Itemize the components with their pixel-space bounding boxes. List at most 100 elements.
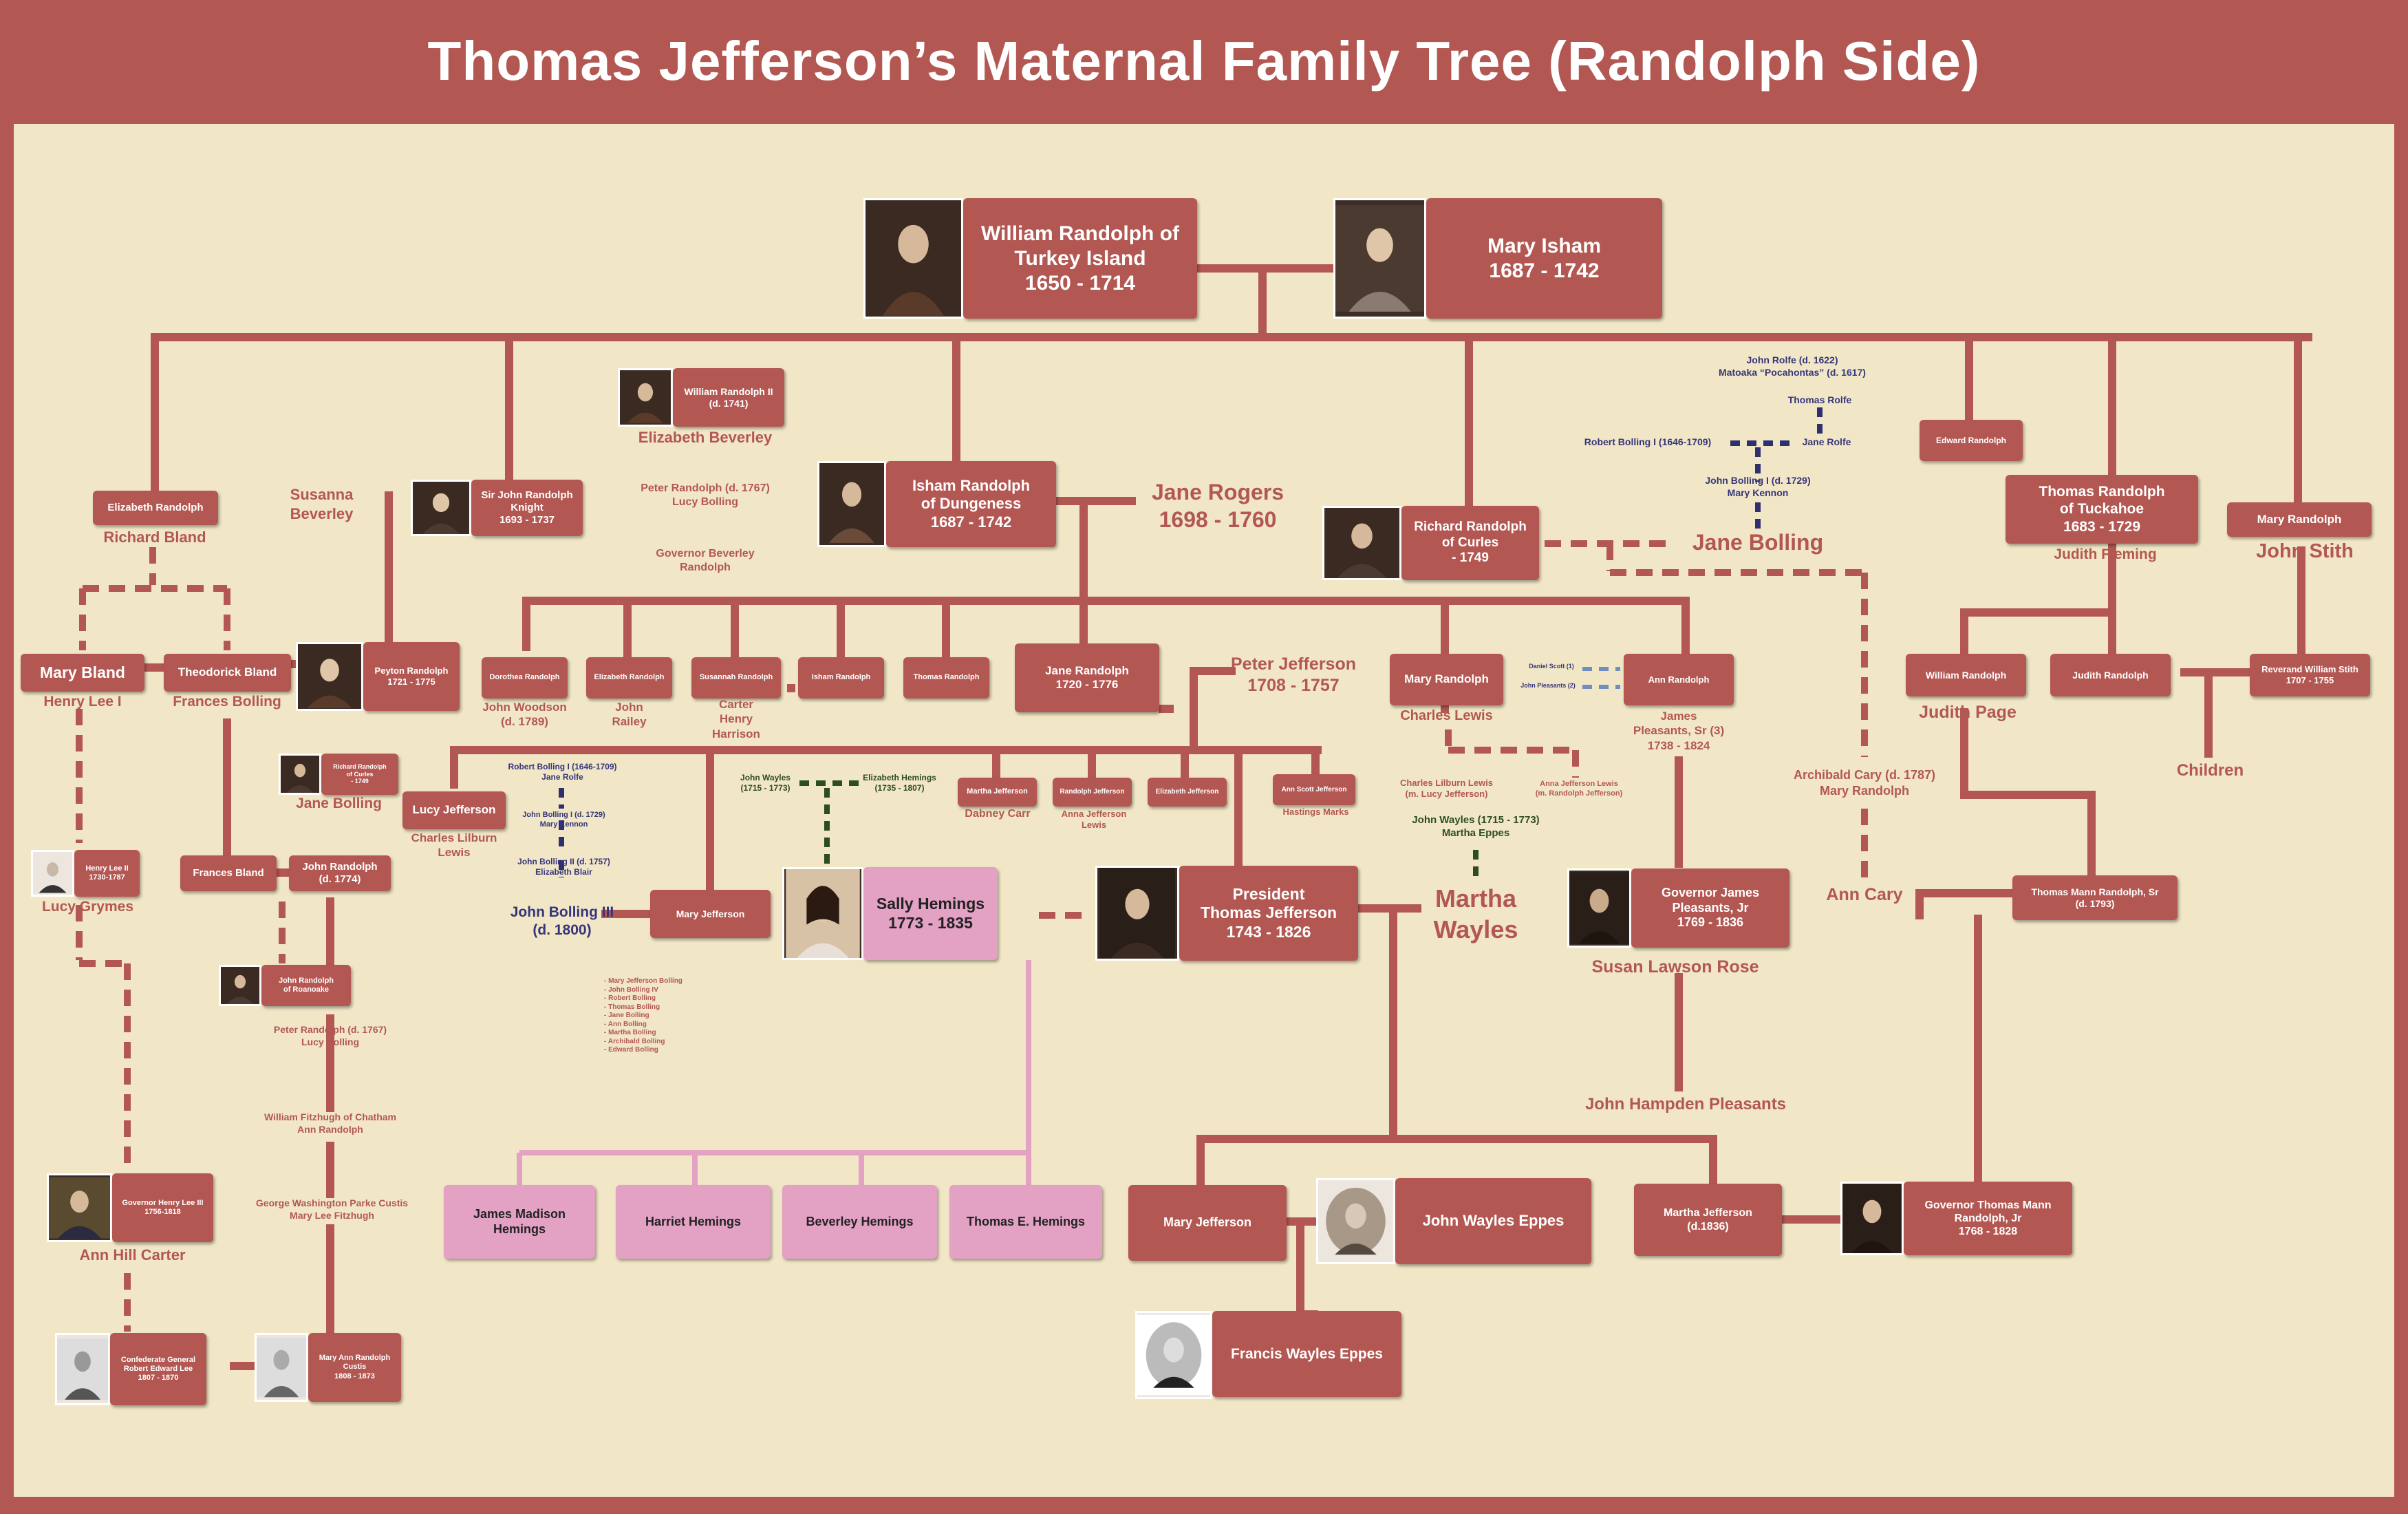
thomas-e-hemings-box[interactable]: Thomas E. Hemings (949, 1185, 1102, 1259)
harriet-hemings-box[interactable]: Harriet Hemings (616, 1185, 771, 1259)
henry-lee-ii-box[interactable]: Henry Lee II 1730-1787 (74, 850, 140, 897)
mary-ann-randolph-custis-box[interactable]: Mary Ann Randolph Custis 1808 - 1873 (308, 1333, 401, 1402)
label-susan-lawson-rose: Susan Lawson Rose (1591, 957, 1759, 977)
mary-ann-portrait-icon (255, 1333, 308, 1402)
label-gov-beverley: Governor Beverley Randolph (656, 548, 755, 573)
isham-randolph-small-box[interactable]: Isham Randolph (798, 657, 884, 699)
henry-lee-iii-box[interactable]: Governor Henry Lee III 1756-1818 (112, 1173, 213, 1242)
mary-isham-box[interactable]: Mary Isham 1687 - 1742 (1426, 198, 1662, 319)
susannah-randolph-box[interactable]: Susannah Randolph (691, 657, 781, 699)
label-judith-page: Judith Page (1919, 703, 2017, 722)
richard-curles-portrait-icon (1322, 506, 1401, 580)
label-john-bolling-iii: John Bolling III (d. 1800) (510, 904, 614, 939)
peyton-randolph-box[interactable]: Peyton Randolph 1721 - 1775 (363, 642, 460, 711)
henry-lee-ii-portrait-icon (31, 850, 74, 897)
president-thomas-jefferson-box[interactable]: President Thomas Jefferson 1743 - 1826 (1179, 866, 1358, 961)
mary-randolph-top-box[interactable]: Mary Randolph (2227, 502, 2372, 537)
ann-randolph-box[interactable]: Ann Randolph (1624, 654, 1734, 705)
label-peter-jefferson: Peter Jefferson 1708 - 1757 (1230, 654, 1357, 696)
martha-jefferson-bottom-box[interactable]: Martha Jefferson (d.1836) (1634, 1184, 1782, 1256)
label-charles-lewis-top: Charles Lewis (1400, 708, 1493, 723)
label-john-wayles-right: John Wayles (1715 - 1773) Martha Eppes (1412, 814, 1540, 839)
elizabeth-randolph-box[interactable]: Elizabeth Randolph (93, 491, 218, 525)
label-john-stith: John Stith (2256, 540, 2354, 562)
robert-lee-portrait-icon (55, 1333, 110, 1405)
theodorick-bland-box[interactable]: Theodorick Bland (164, 654, 291, 692)
mary-isham-portrait-icon (1333, 198, 1426, 319)
thomas-mann-randolph-sr-box[interactable]: Thomas Mann Randolph, Sr (d. 1793) (2012, 875, 2178, 920)
label-frances-bolling: Frances Bolling (173, 694, 281, 710)
label-charles-lilburn-married: Charles Lilburn Lewis (m. Lucy Jefferson… (1399, 778, 1494, 800)
john-wayles-eppes-portrait-icon (1316, 1178, 1395, 1264)
label-anna-jefferson-married: Anna Jefferson Lewis (m. Randolph Jeffer… (1535, 780, 1623, 798)
beverley-hemings-box[interactable]: Beverley Hemings (782, 1185, 937, 1259)
randolph-jefferson-box[interactable]: Randolph Jefferson (1053, 778, 1132, 807)
gov-james-pleasants-box[interactable]: Governor James Pleasants, Jr 1769 - 1836 (1631, 868, 1789, 948)
martha-jefferson-small-box[interactable]: Martha Jefferson (958, 778, 1037, 807)
reverend-stith-box[interactable]: Reverand William Stith 1707 - 1755 (2250, 654, 2370, 696)
elizabeth-jefferson-box[interactable]: Elizabeth Jefferson (1148, 778, 1227, 807)
mary-jefferson-mid-box[interactable]: Mary Jefferson (650, 890, 771, 938)
jane-randolph-box[interactable]: Jane Randolph 1720 - 1776 (1015, 643, 1159, 712)
label-children: Children (2176, 761, 2244, 780)
mary-jefferson-bottom-box[interactable]: Mary Jefferson (1128, 1185, 1287, 1261)
label-richard-bland: Richard Bland (103, 529, 206, 546)
elizabeth-randolph-2-box[interactable]: Elizabeth Randolph (586, 657, 672, 699)
label-john-railey: John Railey (612, 701, 647, 729)
label-peter-lucy-2: Peter Randolph (d. 1767) Lucy Bolling (273, 1024, 387, 1047)
judith-randolph-box[interactable]: Judith Randolph (2050, 654, 2171, 696)
label-dabney-carr: Dabney Carr (965, 808, 1031, 820)
label-john-hampden-pleasants: John Hampden Pleasants (1584, 1095, 1787, 1113)
label-henry-lee-i: Henry Lee I (43, 694, 122, 710)
thomas-jefferson-portrait-icon (1095, 866, 1179, 961)
john-wayles-eppes-box[interactable]: John Wayles Eppes (1395, 1178, 1591, 1264)
henry-lee-iii-portrait-icon (47, 1173, 112, 1242)
robert-edward-lee-box[interactable]: Confederate General Robert Edward Lee 18… (110, 1333, 206, 1405)
label-lucy-grymes: Lucy Grymes (41, 899, 134, 915)
thomas-randolph-tuckahoe-box[interactable]: Thomas Randolph of Tuckahoe 1683 - 1729 (2006, 475, 2198, 544)
label-hastings-marks: Hastings Marks (1282, 807, 1349, 817)
john-roanoke-portrait-icon (219, 965, 261, 1006)
william-randolph-ii-box[interactable]: William Randolph II (d. 1741) (673, 368, 784, 427)
william-randolph-portrait-icon (863, 198, 963, 319)
label-john-pleasants: John Pleasants (2) (1520, 682, 1576, 689)
label-jane-rolfe: Jane Rolfe (1802, 436, 1851, 447)
page-title: Thomas Jefferson’s Maternal Family Tree … (427, 30, 1981, 92)
label-robert-bolling-i: Robert Bolling I (1646-1709) (1584, 436, 1712, 447)
francis-wayles-eppes-box[interactable]: Francis Wayles Eppes (1212, 1311, 1401, 1397)
label-archibald-cary: Archibald Cary (d. 1787) Mary Randolph (1793, 768, 1936, 798)
label-bolling-children-list: - Mary Jefferson Bolling - John Bolling … (604, 977, 682, 1054)
lucy-jefferson-box[interactable]: Lucy Jefferson (402, 791, 506, 829)
william-ii-portrait-icon (618, 368, 673, 427)
label-bolling-block: Robert Bolling I (1646-1709) Jane Rolfe (508, 762, 617, 782)
sir-john-randolph-box[interactable]: Sir John Randolph Knight 1693 - 1737 (471, 480, 583, 536)
label-jane-bolling-big: Jane Bolling (1692, 530, 1824, 555)
ann-scott-jefferson-box[interactable]: Ann Scott Jefferson (1273, 774, 1355, 805)
william-randolph-box[interactable]: William Randolph of Turkey Island 1650 -… (963, 198, 1197, 319)
james-madison-hemings-box[interactable]: James Madison Hemings (444, 1185, 595, 1259)
peyton-portrait-icon (296, 642, 363, 711)
label-charles-lilburn-lewis: Charles Lilburn Lewis (411, 831, 497, 860)
label-jane-bolling-small: Jane Bolling (296, 796, 382, 811)
isham-randolph-box[interactable]: Isham Randolph of Dungeness 1687 - 1742 (886, 461, 1056, 547)
francis-eppes-portrait-icon (1135, 1311, 1212, 1399)
john-randolph-1774-box[interactable]: John Randolph (d. 1774) (289, 855, 391, 891)
label-william-fitzhugh: William Fitzhugh of Chatham Ann Randolph (264, 1111, 396, 1135)
william-randolph-right-box[interactable]: William Randolph (1906, 654, 2026, 696)
mary-randolph-mid-box[interactable]: Mary Randolph (1390, 654, 1503, 705)
isham-portrait-icon (817, 461, 886, 547)
label-susanna-beverley: Susanna Beverley (290, 486, 354, 522)
edward-randolph-box[interactable]: Edward Randolph (1920, 420, 2023, 461)
sally-hemings-box[interactable]: Sally Hemings 1773 - 1835 (863, 867, 998, 960)
richard-randolph-curles-small-box[interactable]: Richard Randolph of Curles - 1749 (321, 754, 398, 795)
frances-bland-box[interactable]: Frances Bland (180, 855, 277, 891)
thomas-randolph-small-box[interactable]: Thomas Randolph (903, 657, 989, 699)
label-daniel-scott: Daniel Scott (1) (1529, 663, 1574, 670)
mary-bland-box[interactable]: Mary Bland (21, 654, 144, 692)
gov-thomas-mann-randolph-box[interactable]: Governor Thomas Mann Randolph, Jr 1768 -… (1904, 1182, 2072, 1255)
john-randolph-roanoke-box[interactable]: John Randolph of Roanoake (261, 965, 351, 1006)
dorothea-randolph-box[interactable]: Dorothea Randolph (482, 657, 568, 699)
sir-john-portrait-icon (411, 480, 471, 536)
richard-randolph-curles-box[interactable]: Richard Randolph of Curles - 1749 (1401, 506, 1539, 580)
